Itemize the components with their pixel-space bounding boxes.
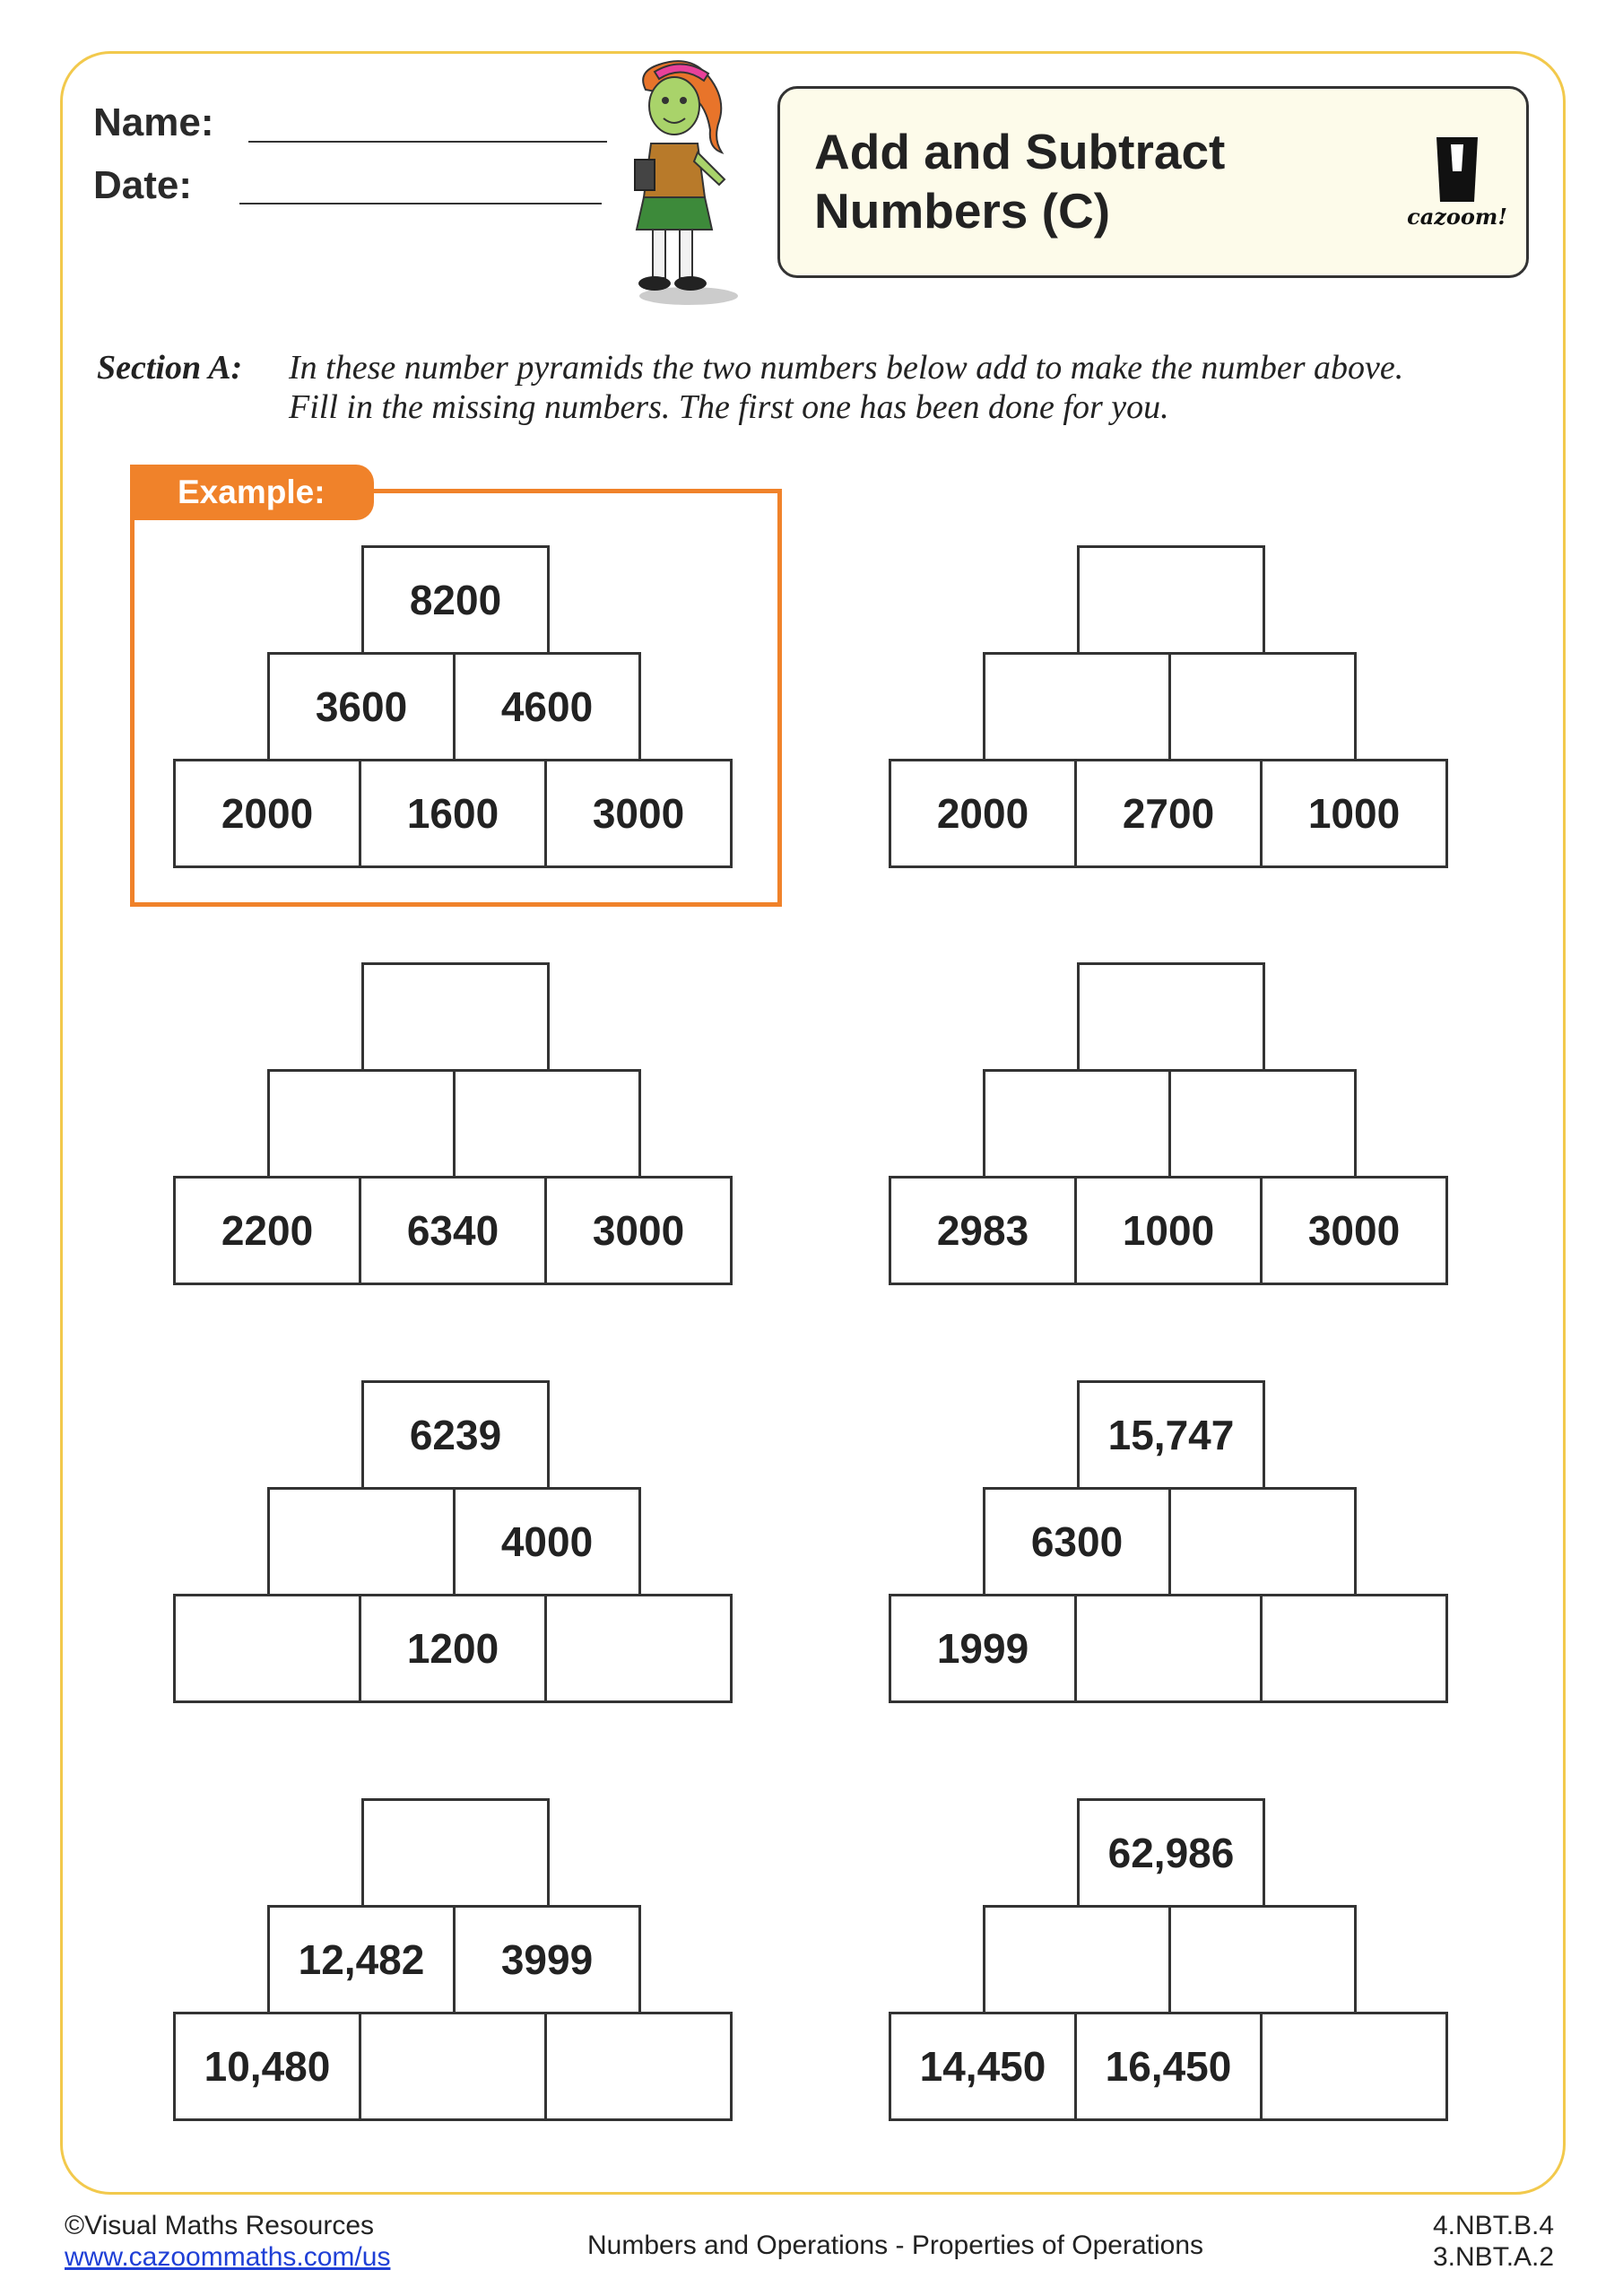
pyramid-bottom-cell: 3000 <box>544 1176 733 1285</box>
pyramid-top-cell[interactable] <box>361 962 550 1072</box>
pyramid-top-cell: 8200 <box>361 545 550 655</box>
pyramid-bottom-cell[interactable] <box>173 1594 361 1703</box>
pyramid-bottom-cell: 3000 <box>544 759 733 868</box>
pyramid-top-cell: 6239 <box>361 1380 550 1490</box>
cup-icon <box>1436 137 1478 202</box>
pyramid-bottom-cell[interactable] <box>1260 2012 1448 2121</box>
pyramid-bottom-cell: 2983 <box>889 1176 1077 1285</box>
pyramid-bottom-cell: 6340 <box>359 1176 547 1285</box>
pyramid-bottom-cell: 2000 <box>889 759 1077 868</box>
logo-text: cazoom! <box>1407 204 1507 230</box>
worksheet-title-line1: Add and Subtract <box>814 124 1226 179</box>
pyramid-middle-cell[interactable] <box>267 1069 456 1178</box>
footer-standard-2: 3.NBT.A.2 <box>1433 2242 1555 2272</box>
pyramid-middle-cell: 3600 <box>267 652 456 761</box>
pyramid-bottom-cell[interactable] <box>1074 1594 1263 1703</box>
pyramid-bottom-cell: 2200 <box>173 1176 361 1285</box>
pyramid-bottom-cell: 1200 <box>359 1594 547 1703</box>
pyramid-middle-cell: 4000 <box>453 1487 641 1596</box>
pyramid-middle-cell[interactable] <box>1168 1905 1357 2014</box>
pyramid-middle-cell: 6300 <box>983 1487 1171 1596</box>
example-tab: Example: <box>130 465 374 520</box>
worksheet-title-line2: Numbers (C) <box>814 183 1111 239</box>
date-label: Date: <box>93 163 193 207</box>
page-frame <box>60 51 1566 2195</box>
footer-website-link[interactable]: www.cazoommaths.com/us <box>65 2242 391 2272</box>
pyramid-top-cell[interactable] <box>361 1798 550 1908</box>
title-box: Add and Subtract Numbers (C) cazoom! <box>777 86 1529 278</box>
pyramid-middle-cell[interactable] <box>983 652 1171 761</box>
pyramid-bottom-cell: 14,450 <box>889 2012 1077 2121</box>
pyramid-top-cell[interactable] <box>1077 962 1265 1072</box>
pyramid-middle-cell[interactable] <box>983 1905 1171 2014</box>
footer-copyright: ©Visual Maths Resources <box>65 2211 375 2240</box>
pyramid-bottom-cell: 1000 <box>1260 759 1448 868</box>
section-instruction-line2: Fill in the missing numbers. The first o… <box>289 388 1169 426</box>
date-line[interactable] <box>239 203 602 204</box>
pyramid-bottom-cell: 2700 <box>1074 759 1263 868</box>
pyramid-middle-cell[interactable] <box>1168 652 1357 761</box>
pyramid-bottom-cell: 1600 <box>359 759 547 868</box>
pyramid-bottom-cell[interactable] <box>544 1594 733 1703</box>
pyramid-top-cell[interactable] <box>1077 545 1265 655</box>
section-label: Section A: <box>97 349 243 387</box>
pyramid-middle-cell: 4600 <box>453 652 641 761</box>
pyramid-bottom-cell: 16,450 <box>1074 2012 1263 2121</box>
pyramid-bottom-cell[interactable] <box>359 2012 547 2121</box>
pyramid-bottom-cell: 1000 <box>1074 1176 1263 1285</box>
pyramid-middle-cell[interactable] <box>983 1069 1171 1178</box>
example-label: Example: <box>178 474 325 510</box>
name-line[interactable] <box>248 141 607 143</box>
footer-standard-1: 4.NBT.B.4 <box>1433 2211 1555 2240</box>
example-box <box>130 489 782 907</box>
pyramid-bottom-cell: 10,480 <box>173 2012 361 2121</box>
girl-mascot-illustration <box>634 60 738 305</box>
name-label: Name: <box>93 100 214 144</box>
pyramid-top-cell: 62,986 <box>1077 1798 1265 1908</box>
pyramid-middle-cell: 12,482 <box>267 1905 456 2014</box>
cazoom-logo: cazoom! <box>1399 135 1515 261</box>
footer-topic: Numbers and Operations - Properties of O… <box>587 2231 1203 2260</box>
pyramid-middle-cell: 3999 <box>453 1905 641 2014</box>
pyramid-middle-cell[interactable] <box>1168 1487 1357 1596</box>
pyramid-bottom-cell: 3000 <box>1260 1176 1448 1285</box>
pyramid-bottom-cell: 1999 <box>889 1594 1077 1703</box>
pyramid-bottom-cell[interactable] <box>544 2012 733 2121</box>
pyramid-middle-cell[interactable] <box>1168 1069 1357 1178</box>
pyramid-bottom-cell: 2000 <box>173 759 361 868</box>
pyramid-bottom-cell[interactable] <box>1260 1594 1448 1703</box>
section-instruction-line1: In these number pyramids the two numbers… <box>289 349 1404 387</box>
pyramid-top-cell: 15,747 <box>1077 1380 1265 1490</box>
pyramid-middle-cell[interactable] <box>267 1487 456 1596</box>
pyramid-middle-cell[interactable] <box>453 1069 641 1178</box>
